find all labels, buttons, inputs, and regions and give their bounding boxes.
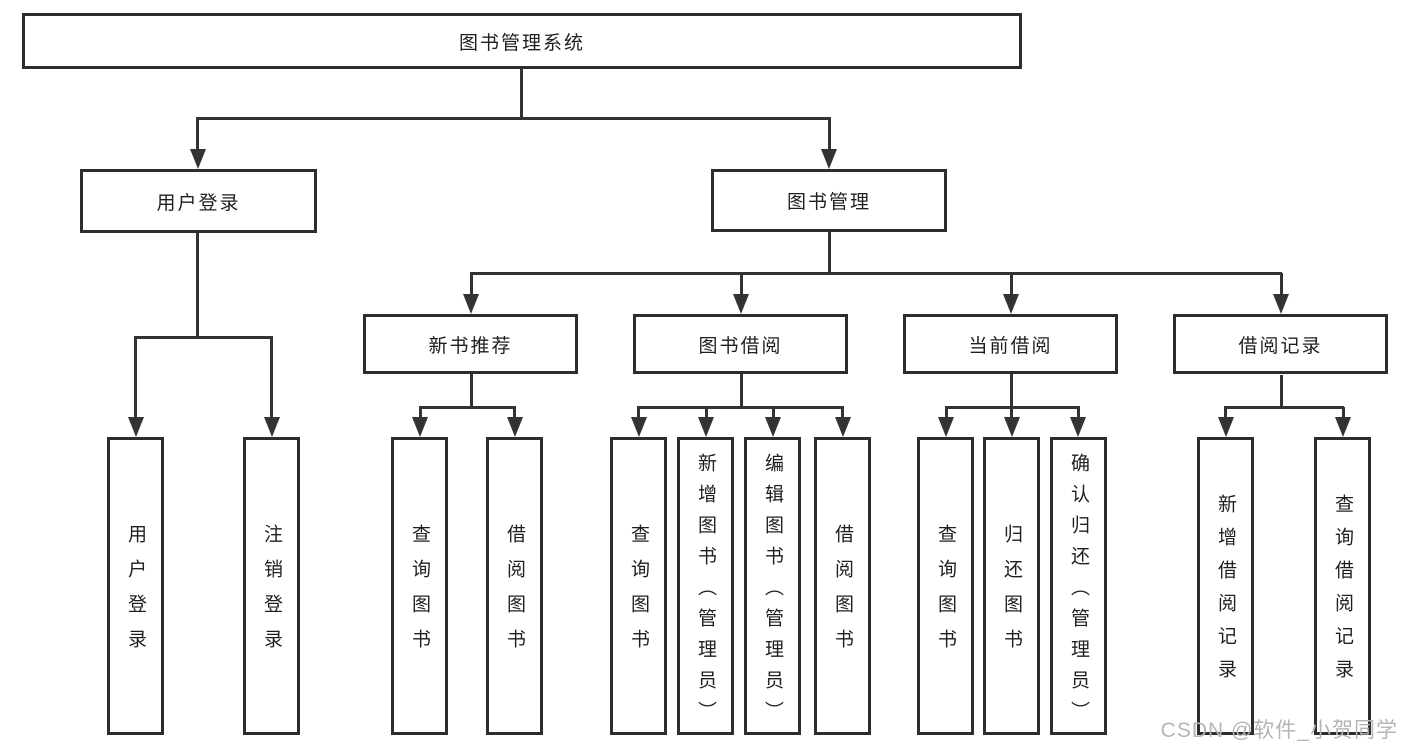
connector-current-stub [1010,374,1013,409]
arrow-down-icon [733,294,749,314]
node-current-borrowing: 当前借阅 [903,314,1118,374]
connector-drop-leaf [772,407,775,420]
leaf-return-books: 归还图书 [983,437,1040,735]
connector-drop-level3 [740,273,743,298]
arrow-down-icon [1273,294,1289,314]
node-label: 确认归还（管理员） [1068,452,1089,732]
node-label: 用户登录 [156,192,241,214]
connector-drop-leaf [637,407,640,420]
node-label: 查询图书 [935,524,956,664]
connector-records-rail [1224,406,1344,409]
arrow-down-icon [128,417,144,437]
leaf-query-books-recommend: 查询图书 [391,437,448,735]
arrow-down-icon [412,417,428,437]
connector-drop-leaf [513,407,516,420]
node-label: 编辑图书（管理员） [762,452,783,732]
connector-drop-leaf [270,337,273,420]
leaf-logout: 注销登录 [243,437,300,735]
node-label: 图书管理 [786,192,871,213]
node-label: 查询借阅记录 [1332,494,1353,692]
arrow-down-icon [938,417,954,437]
connector-newbook-rail [419,406,516,409]
connector-login-rail [134,336,273,339]
connector-level3-rail [470,272,1282,275]
leaf-query-books-borrow: 查询图书 [610,437,667,735]
connector-drop-leaf [705,407,708,420]
node-label: 归还图书 [1001,524,1022,664]
arrow-down-icon [1003,294,1019,314]
node-label: 图书借阅 [698,335,783,357]
arrow-down-icon [821,149,837,169]
arrow-down-icon [507,417,523,437]
arrow-down-icon [463,294,479,314]
connector-drop-level3 [1280,273,1283,298]
connector-borrow-rail [637,406,844,409]
node-library-management-system: 图书管理系统 [22,13,1022,69]
connector-drop-level3 [1010,273,1013,298]
node-label: 当前借阅 [968,335,1053,357]
connector-drop-leaf [1010,407,1013,420]
leaf-edit-book-admin: 编辑图书（管理员） [744,437,801,735]
leaf-user-login: 用户登录 [107,437,164,735]
arrow-down-icon [1004,417,1020,437]
node-label: 查询图书 [409,524,430,664]
leaf-borrow-books-recommend: 借阅图书 [486,437,543,735]
connector-user-login-stub [196,233,199,339]
leaf-add-book-admin: 新增图书（管理员） [677,437,734,735]
connector-drop-leaf [1224,407,1227,420]
connector-drop-level3 [470,273,473,298]
leaf-query-books-current: 查询图书 [917,437,974,735]
arrow-down-icon [190,149,206,169]
connector-drop-leaf [419,407,422,420]
connector-drop-leaf [945,407,948,420]
leaf-query-borrow-record: 查询借阅记录 [1314,437,1371,735]
node-label: 用户登录 [125,524,146,664]
node-label: 借阅图书 [504,524,525,664]
leaf-add-borrow-record: 新增借阅记录 [1197,437,1254,735]
connector-root-stub [520,69,523,120]
watermark: CSDN @软件_小贺同学 [1160,719,1398,742]
connector-newbook-stub [470,374,473,409]
node-book-management: 图书管理 [711,169,947,232]
connector-book-management-stub [828,232,831,275]
arrow-down-icon [1218,417,1234,437]
arrow-down-icon [1070,417,1086,437]
connector-drop-book-management [828,118,831,153]
node-label: 新增图书（管理员） [695,452,716,732]
connector-drop-user-login [196,118,199,153]
connector-records-stub [1280,375,1283,409]
connector-borrow-stub [740,374,743,409]
connector-drop-leaf [134,337,137,420]
node-label: 新增借阅记录 [1215,494,1236,692]
node-book-borrowing: 图书借阅 [633,314,848,374]
node-user-login: 用户登录 [80,169,317,233]
arrow-down-icon [631,417,647,437]
connector-drop-leaf [1077,407,1080,420]
arrow-down-icon [835,417,851,437]
connector-drop-leaf [1342,407,1345,420]
node-label: 借阅记录 [1238,335,1323,357]
node-label: 新书推荐 [428,335,513,357]
node-label: 借阅图书 [832,524,853,664]
arrow-down-icon [698,417,714,437]
node-borrowing-records: 借阅记录 [1173,314,1388,374]
connector-level2-rail [196,117,831,120]
node-label: 图书管理系统 [458,32,585,54]
leaf-confirm-return-admin: 确认归还（管理员） [1050,437,1107,735]
leaf-borrow-books: 借阅图书 [814,437,871,735]
connector-drop-leaf [841,407,844,420]
node-new-book-recommendation: 新书推荐 [363,314,578,374]
arrow-down-icon [1335,417,1351,437]
arrow-down-icon [264,417,280,437]
node-label: 查询图书 [628,524,649,664]
node-label: 注销登录 [261,524,282,664]
arrow-down-icon [765,417,781,437]
